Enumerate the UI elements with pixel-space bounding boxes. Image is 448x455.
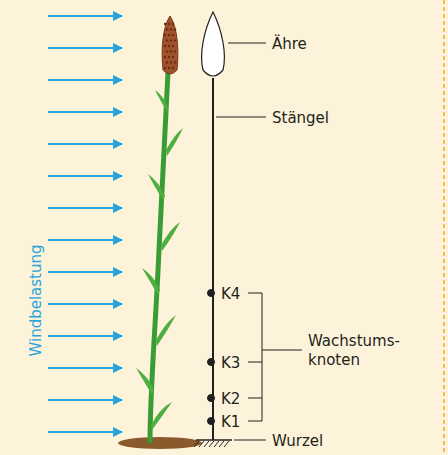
ear-grain (170, 39, 172, 41)
knot-label: K1 (221, 412, 240, 431)
ear-grain (172, 67, 174, 69)
ear-grain (166, 28, 168, 30)
ear-grain (174, 61, 176, 63)
hatch-stroke (199, 441, 204, 447)
knot-dot (208, 290, 215, 297)
hatch-stroke (214, 441, 219, 447)
leaf (155, 90, 168, 112)
leaf (148, 174, 165, 200)
leaf (142, 268, 160, 295)
wind-arrow (48, 303, 122, 305)
part-label: Wurzel (272, 431, 323, 450)
wind-arrows (48, 16, 122, 432)
part-label: Stängel (272, 108, 329, 127)
label-text: Stängel (272, 109, 329, 127)
ear-grain (174, 28, 176, 30)
ear-grain (172, 23, 174, 25)
knot-dot (208, 418, 215, 425)
ear-grain (164, 34, 166, 36)
hatch-stroke (204, 441, 209, 447)
ear-grain (170, 50, 172, 52)
ear-grain (166, 61, 168, 63)
wind-arrow (48, 271, 122, 273)
wind-arrow (48, 79, 122, 81)
wind-arrow (48, 175, 122, 177)
hatch-stroke (194, 441, 199, 447)
ear-grain (172, 45, 174, 47)
label-text: Wachstums- knoten (308, 332, 400, 369)
part-label: Ähre (272, 34, 307, 53)
ear-grain (168, 34, 170, 36)
wind-arrow (48, 143, 122, 145)
wind-arrow (48, 111, 122, 113)
leaf (151, 402, 172, 430)
knot-label: K3 (221, 353, 240, 372)
load-label: Windbelastung (26, 244, 45, 356)
wind-arrow (48, 399, 122, 401)
ear-grain (170, 61, 172, 63)
leaf (136, 368, 154, 395)
ear-grain (170, 28, 172, 30)
plant-stalk (150, 72, 168, 441)
ear-grain (164, 45, 166, 47)
wind-arrow (48, 207, 122, 209)
wind-arrow (48, 335, 122, 337)
ear-grain (166, 50, 168, 52)
label-text: Windbelastung (27, 244, 45, 356)
ear-grain (172, 34, 174, 36)
wind-arrow (48, 431, 122, 433)
ear-grain (174, 50, 176, 52)
ear-outline (202, 12, 225, 76)
knot-dot (208, 395, 215, 402)
leader-line (234, 440, 266, 441)
wind-arrow (48, 239, 122, 241)
ear-texture (164, 23, 176, 69)
leaf (166, 128, 183, 156)
label-text: K4 (221, 285, 240, 303)
part-label: Wachstums- knoten (308, 331, 418, 369)
ear-grain (172, 56, 174, 58)
ground-hatch (194, 441, 229, 447)
label-text: K1 (221, 413, 240, 431)
ear-grain (164, 67, 166, 69)
dashed-border (443, 0, 445, 455)
label-text: K2 (221, 390, 240, 408)
ear-illustration (162, 16, 178, 74)
ear-grain (168, 67, 170, 69)
ground-line (196, 439, 232, 441)
hatch-stroke (219, 441, 224, 447)
plant-schematic (194, 12, 302, 447)
leader-line (228, 43, 266, 44)
leaf (156, 315, 176, 346)
ear-grain (168, 45, 170, 47)
soil (118, 437, 202, 449)
leader-line (216, 117, 266, 118)
ear-grain (168, 56, 170, 58)
label-text: K3 (221, 354, 240, 372)
label-text: Wurzel (272, 432, 323, 450)
hatch-stroke (224, 441, 229, 447)
hatch-stroke (209, 441, 214, 447)
wind-arrow (48, 15, 122, 17)
knot-dot (208, 359, 215, 366)
ear-grain (168, 23, 170, 25)
ear-grain (166, 39, 168, 41)
wind-arrow (48, 47, 122, 49)
knot-label: K2 (221, 389, 240, 408)
ear-grain (164, 56, 166, 58)
label-text: Ähre (272, 35, 307, 53)
plant-illustration (118, 16, 202, 449)
knot-label: K4 (221, 284, 240, 303)
wind-arrow (48, 367, 122, 369)
ear-grain (174, 39, 176, 41)
leaf (161, 222, 180, 251)
bracket (248, 293, 302, 421)
stem-line (212, 78, 214, 440)
ear-grain (164, 23, 166, 25)
